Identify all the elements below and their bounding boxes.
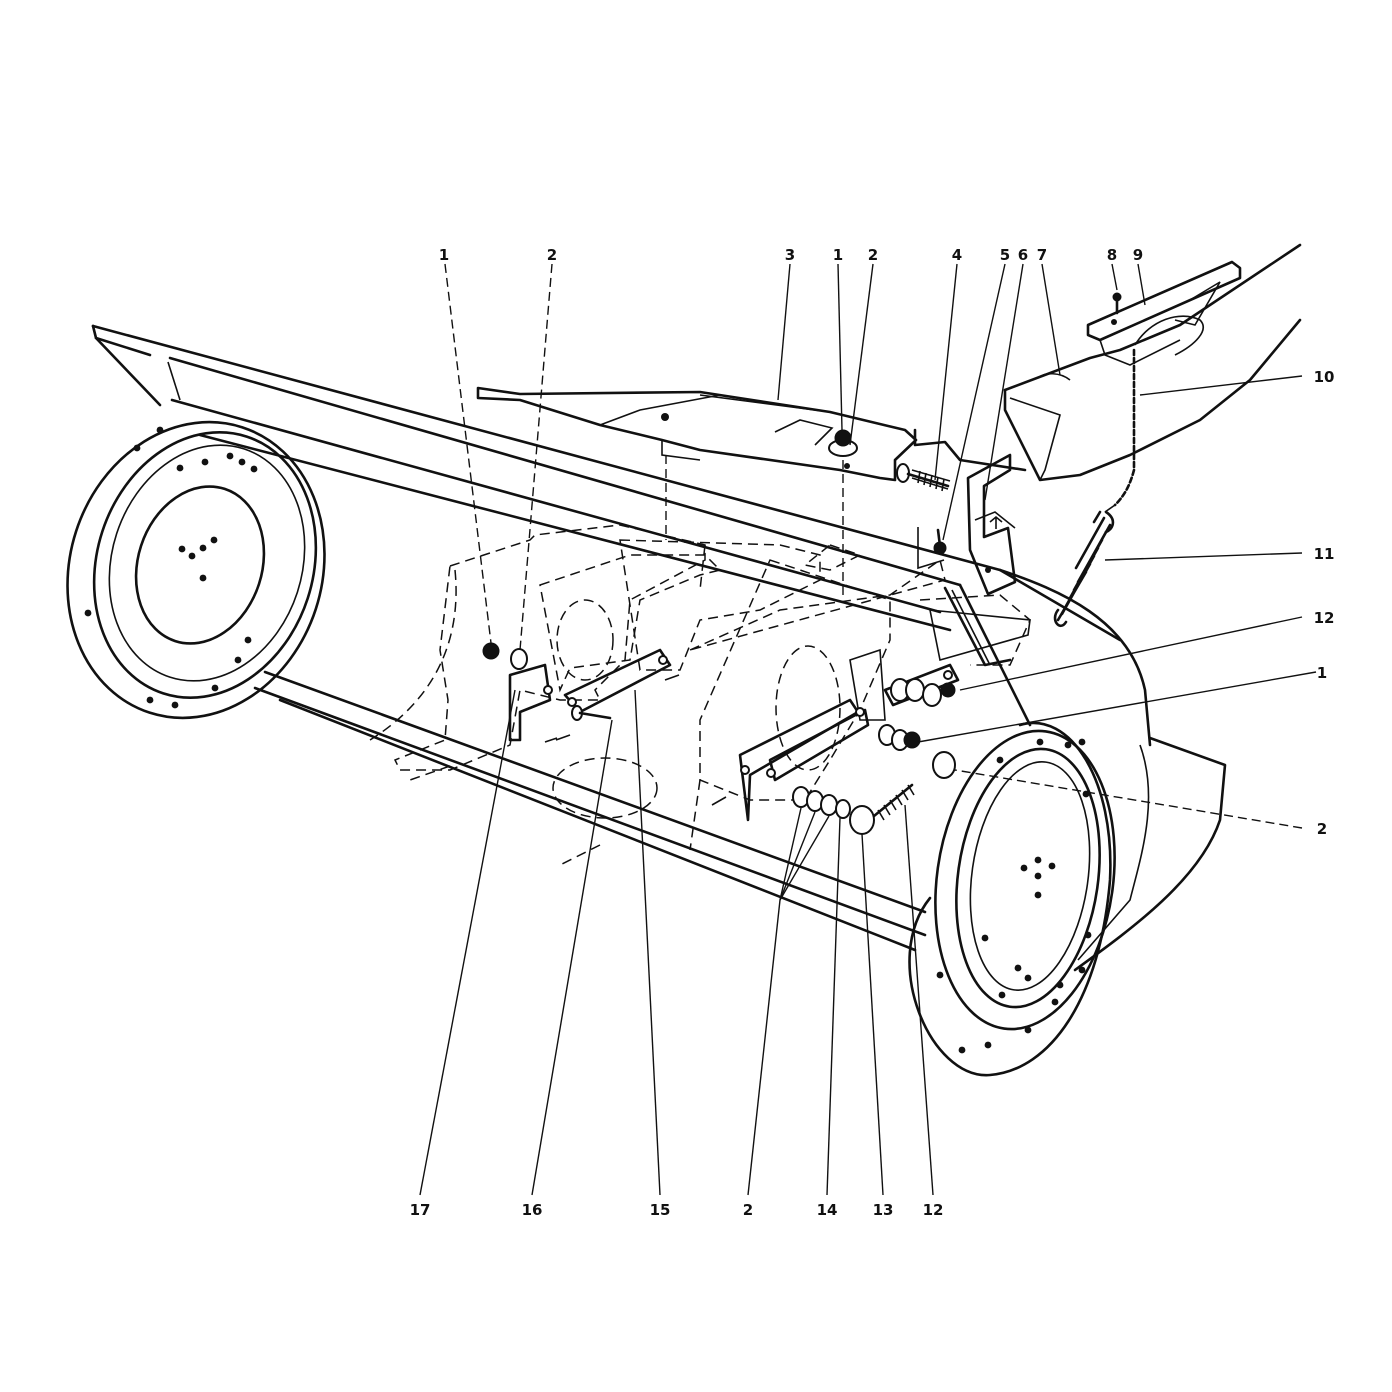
part-6-bracket (966, 453, 1017, 596)
callout-16: 16 (522, 1201, 543, 1219)
callout-1: 1 (1317, 664, 1327, 682)
callout-8: 8 (1107, 246, 1117, 264)
callout-9: 9 (1133, 246, 1143, 264)
callout-14: 14 (817, 1201, 838, 1219)
callout-1: 1 (439, 246, 449, 264)
callout-6: 6 (1018, 246, 1028, 264)
callout-11: 11 (1314, 545, 1335, 563)
mounting-brackets (508, 609, 1031, 822)
callout-labels: 1 2 3 1 2 4 5 6 7 8 9 10 11 12 1 2 17 16… (410, 246, 1335, 1219)
left-end-plate (66, 420, 326, 720)
callout-2: 2 (547, 246, 557, 264)
callout-2: 2 (1317, 820, 1327, 838)
right-end-plate (908, 721, 1116, 1077)
blade-housing (91, 324, 1227, 972)
part-3-top-plate (476, 386, 918, 482)
leader-lines (419, 263, 1317, 1196)
callout-15: 15 (650, 1201, 671, 1219)
part-4-bolt (896, 463, 951, 492)
callout-5: 5 (1000, 246, 1010, 264)
part-10-chain (1113, 315, 1204, 507)
callout-17: 17 (410, 1201, 431, 1219)
part-5-bolt (917, 527, 947, 570)
tractor-frame (913, 243, 1302, 482)
hardware (482, 642, 956, 835)
callout-1: 1 (833, 246, 843, 264)
callout-3: 3 (785, 246, 795, 264)
callout-2: 2 (868, 246, 878, 264)
lift-arm (943, 586, 1012, 667)
hidden-brackets (369, 524, 1031, 866)
callout-12: 12 (1314, 609, 1335, 627)
callout-7: 7 (1037, 246, 1047, 264)
part-11-spring (1053, 504, 1116, 628)
callout-12: 12 (923, 1201, 944, 1219)
callout-2: 2 (743, 1201, 753, 1219)
callout-13: 13 (873, 1201, 894, 1219)
callout-10: 10 (1314, 368, 1335, 386)
callout-4: 4 (952, 246, 962, 264)
